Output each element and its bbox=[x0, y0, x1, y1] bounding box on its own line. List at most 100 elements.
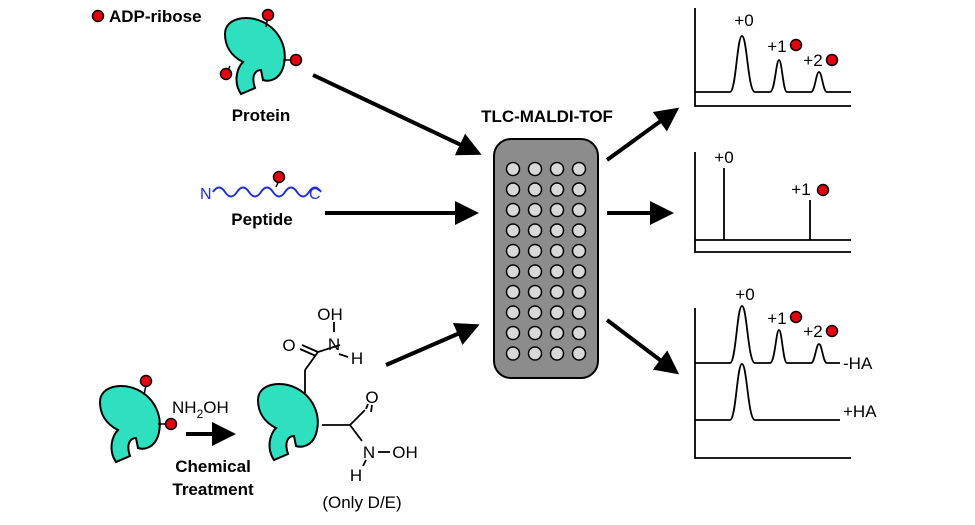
oxygen-bottom: O bbox=[365, 388, 378, 407]
plate-well bbox=[549, 161, 565, 177]
spectrum-axes bbox=[694, 8, 851, 107]
plate-body bbox=[493, 138, 599, 379]
plate-well bbox=[571, 161, 587, 177]
plate-well bbox=[527, 325, 543, 341]
spectrum-treated: +0 +1 +2 -HA +HA bbox=[694, 285, 877, 459]
peak-label-1: +1 bbox=[767, 37, 786, 56]
reagent-label: NH2OH bbox=[172, 398, 229, 421]
peptide-chain bbox=[212, 186, 322, 198]
plate-well bbox=[527, 182, 543, 197]
spectrum-axes bbox=[694, 152, 851, 253]
plate-well bbox=[505, 325, 521, 341]
chemical-treatment-input: NH2OH Chemical Treatment OH N bbox=[99, 305, 418, 512]
nitrogen-bottom: N bbox=[363, 443, 375, 462]
plate-well bbox=[549, 223, 565, 238]
legend: ADP-ribose bbox=[91, 7, 202, 26]
trace-minus-label: -HA bbox=[843, 354, 873, 373]
plate-well bbox=[505, 161, 521, 177]
plate-well bbox=[571, 202, 587, 218]
plate-well bbox=[527, 346, 543, 361]
plate-well bbox=[571, 223, 587, 238]
peak-label-1: +1 bbox=[767, 309, 786, 328]
plate-well bbox=[549, 305, 565, 320]
nitrogen-top: N bbox=[328, 335, 340, 354]
hydrogen-top: H bbox=[351, 349, 363, 368]
hydroxyl-bottom: OH bbox=[392, 443, 418, 462]
hydrogen-bottom: H bbox=[350, 466, 362, 485]
arrow-plate-to-spectrum-3 bbox=[605, 318, 680, 375]
adp-ribose-legend-icon bbox=[91, 9, 105, 23]
plate-well bbox=[527, 161, 543, 177]
plate-well bbox=[505, 305, 521, 320]
legend-label: ADP-ribose bbox=[109, 7, 202, 26]
tlc-plate: TLC-MALDI-TOF bbox=[481, 107, 613, 379]
treatment-label-line2: Treatment bbox=[172, 480, 254, 499]
arrow-treated-to-plate bbox=[385, 322, 480, 367]
adp-ribose-icon bbox=[261, 8, 275, 22]
plate-well bbox=[549, 325, 565, 341]
plate-well bbox=[571, 182, 587, 197]
plate-well bbox=[571, 305, 587, 320]
plate-well bbox=[527, 223, 543, 238]
adp-ribose-icon bbox=[816, 183, 830, 197]
peak-label-2: +2 bbox=[803, 51, 822, 70]
adp-ribose-icon bbox=[289, 53, 303, 67]
protein-label: Protein bbox=[232, 106, 291, 125]
plate-well bbox=[505, 264, 521, 279]
trace-plus-ha bbox=[695, 363, 840, 421]
plate-well bbox=[527, 264, 543, 279]
plate-well bbox=[549, 202, 565, 218]
plate-well bbox=[505, 346, 521, 361]
plate-label: TLC-MALDI-TOF bbox=[481, 107, 613, 126]
adp-ribose-icon bbox=[164, 417, 178, 431]
adp-ribose-icon bbox=[789, 38, 803, 52]
plate-well bbox=[549, 243, 565, 259]
plate-well bbox=[505, 223, 521, 238]
plate-well bbox=[549, 284, 565, 300]
trace-plus-label: +HA bbox=[843, 402, 877, 421]
adp-ribose-icon bbox=[272, 170, 286, 184]
plate-well bbox=[571, 284, 587, 300]
peak-label-1: +1 bbox=[791, 180, 810, 199]
spectrum-axes bbox=[694, 308, 851, 459]
peak-label-0: +0 bbox=[735, 285, 754, 304]
oxygen-top: O bbox=[282, 336, 295, 355]
plate-well bbox=[549, 346, 565, 361]
peptide-c-terminus: C bbox=[309, 186, 321, 203]
hydroxamate-structure bbox=[299, 322, 390, 467]
plate-well bbox=[571, 325, 587, 341]
hydroxyl-top: OH bbox=[317, 305, 343, 324]
spectrum-trace bbox=[695, 35, 851, 93]
protein-input: Protein bbox=[219, 8, 303, 125]
peak-label-0: +0 bbox=[714, 148, 733, 167]
adp-ribose-icon bbox=[789, 310, 803, 324]
plate-well bbox=[527, 243, 543, 259]
trace-minus-ha bbox=[695, 305, 840, 364]
peak-label-0: +0 bbox=[734, 11, 753, 30]
peptide-input: N C Peptide bbox=[200, 170, 322, 229]
arrow-plate-to-spectrum-1 bbox=[605, 107, 680, 162]
plate-well bbox=[527, 284, 543, 300]
peak-label-2: +2 bbox=[803, 322, 822, 341]
treatment-label-line1: Chemical bbox=[175, 457, 251, 476]
only-de-note: (Only D/E) bbox=[322, 493, 401, 512]
protein-icon bbox=[224, 17, 286, 95]
plate-well bbox=[571, 264, 587, 279]
plate-well bbox=[505, 202, 521, 218]
adp-ribose-icon bbox=[825, 324, 839, 338]
plate-well bbox=[527, 305, 543, 320]
plate-wells bbox=[505, 161, 587, 361]
plate-well bbox=[505, 243, 521, 259]
arrow-protein-to-plate bbox=[312, 73, 482, 156]
adp-ribose-icon bbox=[139, 374, 153, 388]
adp-ribose-icon bbox=[219, 67, 233, 81]
protein-icon bbox=[99, 385, 161, 463]
plate-well bbox=[571, 243, 587, 259]
peptide-label: Peptide bbox=[231, 210, 292, 229]
adp-ribose-icon bbox=[825, 53, 839, 67]
plate-well bbox=[549, 264, 565, 279]
plate-well bbox=[527, 202, 543, 218]
plate-well bbox=[549, 182, 565, 197]
plate-well bbox=[571, 346, 587, 361]
